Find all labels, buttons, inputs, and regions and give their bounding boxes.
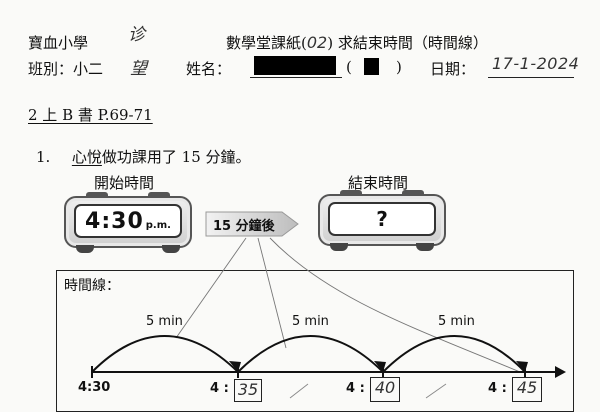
date-label: 日期：: [430, 60, 476, 78]
class-number-paren-open: (: [346, 58, 352, 76]
timeline-drawing: [91, 237, 566, 399]
timeline-start-time: 4:30: [78, 380, 111, 395]
end-time-label: 結束時間: [348, 174, 409, 192]
book-reference: 2 上 B 書 P.69-71: [28, 106, 153, 124]
start-clock-time: 4:30: [85, 208, 144, 234]
tick-2-prefix: 4 :: [346, 381, 365, 396]
worksheet-subtitle: ) 求結束時間（時間線）: [327, 34, 488, 52]
start-clock-suffix: p.m.: [145, 219, 171, 231]
interval-label-1: 5 min: [146, 314, 183, 329]
timeline-hop-1: [91, 335, 239, 373]
tick-2-answer-box: 40: [370, 377, 400, 402]
tick-1-prefix: 4 :: [210, 381, 229, 396]
timeline-title: 時間線：: [64, 278, 120, 294]
interval-label-2: 5 min: [292, 314, 329, 329]
tick-1-answer-box: 35: [234, 379, 262, 402]
class-mark-handwritten: 诊: [128, 25, 145, 45]
name-label: 姓名：: [186, 60, 232, 78]
duration-arrow: [205, 211, 299, 237]
redacted-class-number: [364, 58, 379, 75]
timeline-hop-2: [237, 335, 384, 373]
class-label: 班別：小二: [28, 60, 104, 78]
end-clock: ?: [318, 190, 446, 251]
name-underline: [250, 77, 342, 78]
start-clock-display: 4:30 p.m.: [74, 204, 182, 238]
class-number-paren-close: ): [396, 58, 402, 76]
timeline-hop-3: [382, 335, 526, 373]
pencil-guide-lines: [175, 237, 521, 373]
worksheet-number: 02: [306, 33, 328, 52]
start-time-label: 開始時間: [94, 174, 155, 192]
school-name: 寶血小學: [28, 34, 89, 52]
interval-label-3: 5 min: [438, 314, 475, 329]
end-clock-time: ?: [376, 207, 388, 231]
end-clock-display: ?: [328, 202, 436, 236]
class-handwritten: 望: [130, 59, 147, 79]
start-clock: 4:30 p.m.: [64, 192, 192, 253]
timeline-axis-arrow: [555, 366, 566, 378]
worksheet-title-line: 數學堂課紙(02) 求結束時間（時間線）: [226, 32, 488, 53]
tick-3-answer-box: 45: [512, 377, 542, 402]
redacted-name: [254, 56, 336, 75]
question-subject: 心悅: [71, 148, 102, 166]
question-text: 做功課用了 15 分鐘。: [101, 148, 251, 166]
date-underline: [488, 77, 574, 78]
worksheet-title: 數學堂課紙(: [226, 34, 307, 52]
tick-3-prefix: 4 :: [488, 381, 507, 396]
duration-arrow-label: 15 分鐘後: [213, 219, 275, 234]
date-value: 17-1-2024: [492, 54, 580, 73]
question-line: 1. 心悅做功課用了 15 分鐘。: [36, 146, 251, 167]
question-number: 1.: [36, 148, 51, 166]
